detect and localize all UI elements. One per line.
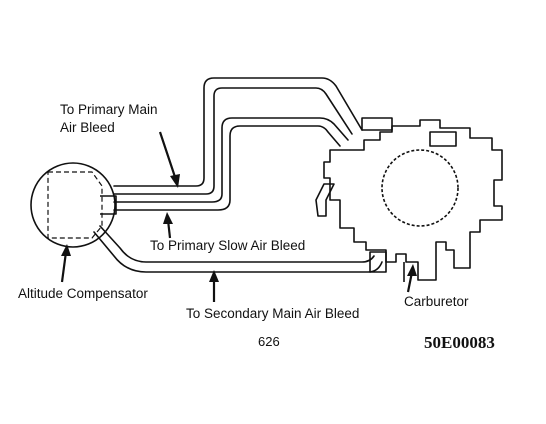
arrow-primary-main — [158, 131, 180, 188]
figure-code: 50E00083 — [424, 333, 495, 352]
figure-number: 626 — [258, 334, 280, 349]
arrow-altitude-compensator — [60, 244, 71, 283]
primary-main-air-bleed-hose — [113, 77, 393, 211]
label-primary-main-line1: To Primary Main — [60, 102, 158, 117]
label-primary-main-line2: Air Bleed — [60, 120, 115, 135]
primary-slow-air-bleed-hose — [93, 225, 387, 273]
altitude-compensator — [30, 162, 117, 248]
arrow-primary-slow — [163, 212, 173, 239]
label-altitude-compensator: Altitude Compensator — [18, 286, 148, 301]
carburetor — [315, 119, 503, 282]
arrow-carburetor — [406, 264, 417, 293]
arrow-secondary-main — [209, 270, 219, 302]
label-carburetor: Carburetor — [404, 294, 469, 309]
label-primary-slow: To Primary Slow Air Bleed — [150, 238, 305, 253]
label-secondary-main: To Secondary Main Air Bleed — [186, 306, 359, 321]
